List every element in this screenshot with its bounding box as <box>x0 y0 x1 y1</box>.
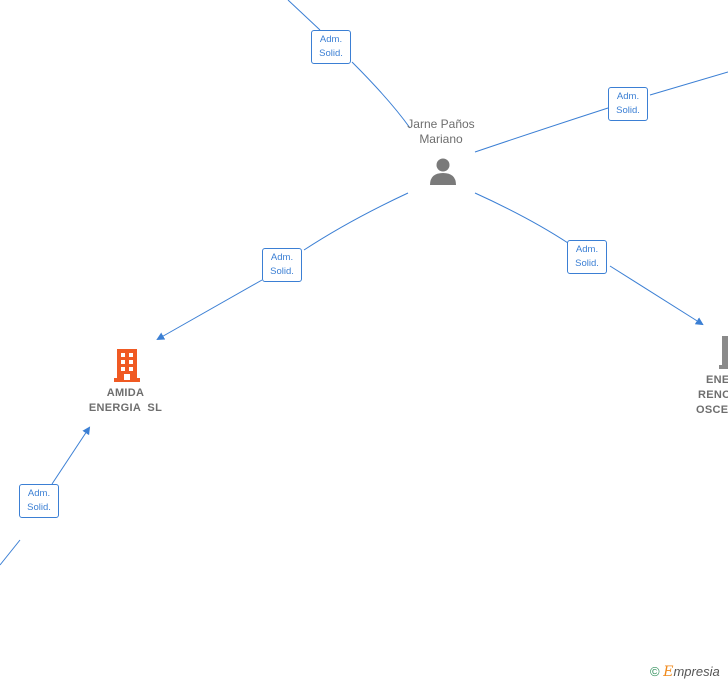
badge-line2: Solid. <box>575 258 599 269</box>
building-icon[interactable] <box>716 334 728 370</box>
edge-person-right-upper <box>474 192 569 244</box>
company-name[interactable]: ENE RENO OSCEI <box>696 373 728 418</box>
person-icon[interactable] <box>428 156 458 186</box>
edge-right-top <box>474 71 728 153</box>
brand-initial: E <box>663 664 674 680</box>
footer-watermark: © Empresia <box>650 664 720 680</box>
badge-line1: Adm. <box>27 488 51 499</box>
edge-bottom-left-upper <box>51 426 91 485</box>
person-name-line1: Jarne Paños <box>407 117 475 131</box>
role-badge[interactable]: Adm. Solid. <box>567 240 607 274</box>
badge-line2: Solid. <box>27 502 51 513</box>
company-name-line2: RENO <box>698 389 728 401</box>
edge-person-right-lower <box>609 265 704 326</box>
badge-line1: Adm. <box>319 34 343 45</box>
company-name-line1: ENE <box>706 374 728 386</box>
company-name-line2: ENERGIA SL <box>88 402 163 414</box>
role-badge[interactable]: Adm. Solid. <box>608 87 648 121</box>
badge-line1: Adm. <box>575 244 599 255</box>
edge-person-amida-lower <box>156 279 263 340</box>
role-badge[interactable]: Adm. Solid. <box>262 248 302 282</box>
badge-line2: Solid. <box>319 48 343 59</box>
building-icon[interactable] <box>112 347 142 383</box>
copyright-symbol: © <box>650 664 660 679</box>
brand-rest: mpresia <box>673 664 720 679</box>
edge-person-amida-upper <box>303 192 409 251</box>
company-name[interactable]: AMIDA ENERGIA SL <box>68 386 183 416</box>
role-badge[interactable]: Adm. Solid. <box>19 484 59 518</box>
edge-top <box>287 0 411 129</box>
badge-line2: Solid. <box>270 266 294 277</box>
badge-line2: Solid. <box>616 105 640 116</box>
person-name-line2: Mariano <box>419 132 463 146</box>
badge-line1: Adm. <box>616 91 640 102</box>
role-badge[interactable]: Adm. Solid. <box>311 30 351 64</box>
badge-line1: Adm. <box>270 252 294 263</box>
person-name[interactable]: Jarne Paños Mariano <box>381 117 501 147</box>
company-name-line3: OSCEI <box>696 404 728 416</box>
edge-bottom-left-lower <box>0 539 21 566</box>
company-name-line1: AMIDA <box>106 387 145 399</box>
